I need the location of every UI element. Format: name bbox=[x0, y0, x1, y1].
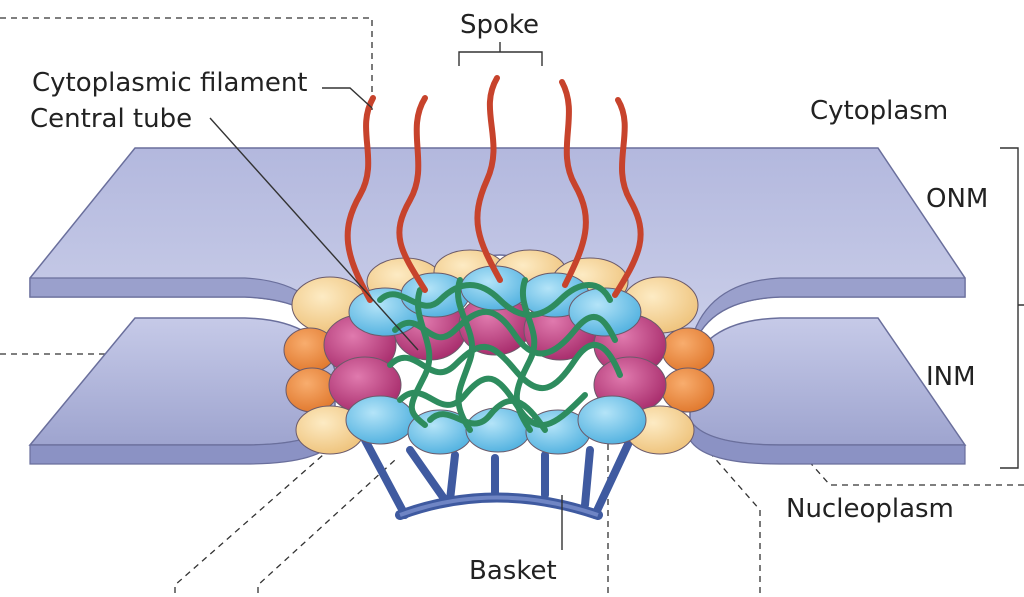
central-tube-label: Central tube bbox=[30, 104, 193, 134]
inm-label: INM bbox=[926, 362, 976, 392]
filament-1 bbox=[344, 95, 376, 303]
filament-5 bbox=[612, 97, 644, 298]
cytoplasmic-filament-label: Cytoplasmic filament bbox=[32, 68, 308, 98]
onm-label: ONM bbox=[926, 184, 989, 214]
cytoplasmic-filaments bbox=[344, 75, 644, 303]
filament-3 bbox=[474, 75, 503, 283]
blue-subunit-21 bbox=[568, 287, 642, 337]
orange-subunit-8 bbox=[661, 327, 715, 373]
spoke-bracket bbox=[458, 42, 543, 66]
nucleoplasm-label: Nucleoplasm bbox=[786, 494, 954, 524]
cytoplasm-label: Cytoplasm bbox=[810, 96, 949, 126]
leader-cytoplasmic-filament bbox=[322, 87, 373, 109]
label-leaders bbox=[209, 42, 1024, 550]
blue-subunit-28 bbox=[577, 395, 647, 445]
dashed-leader-bottom-right-2 bbox=[689, 429, 761, 593]
orange-subunit-9 bbox=[661, 367, 715, 413]
dashed-leader-bottom-left-1 bbox=[174, 439, 341, 593]
basket-label: Basket bbox=[469, 556, 557, 586]
dashed-leader-top-left bbox=[0, 17, 373, 110]
spoke-label: Spoke bbox=[460, 10, 540, 40]
dashed-leader-bottom-left-2 bbox=[257, 459, 396, 593]
basket-ring-highlight bbox=[399, 495, 599, 517]
leader-central-tube bbox=[209, 117, 419, 351]
inner-nuclear-membrane-right bbox=[689, 317, 967, 446]
filament-4 bbox=[559, 79, 589, 288]
central-tube bbox=[377, 277, 623, 433]
filament-2 bbox=[396, 95, 428, 293]
blue-subunit-24 bbox=[345, 395, 415, 445]
onm-inm-bracket bbox=[1000, 147, 1024, 469]
